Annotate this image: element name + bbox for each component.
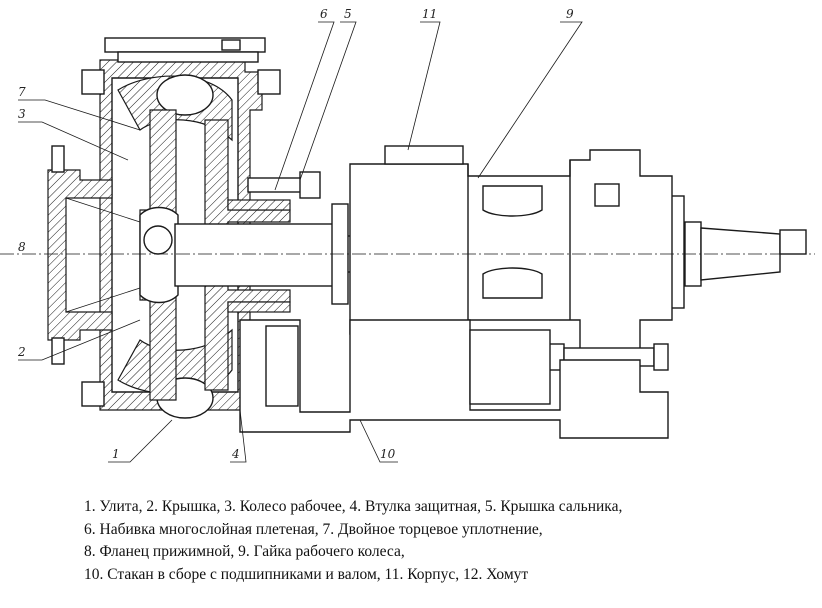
callout-10: 10 (380, 447, 396, 461)
callout-9: 9 (566, 7, 574, 21)
outlet-flange (104, 37, 266, 63)
callout-1: 1 (112, 447, 120, 461)
legend-line: 1. Улита, 2. Крышка, 3. Колесо рабочее, … (84, 498, 623, 515)
callout-11: 11 (422, 7, 437, 21)
legend-line: 8. Фланец прижимной, 9. Гайка рабочего к… (84, 543, 405, 560)
callout-7: 7 (18, 85, 26, 99)
callout-4: 4 (231, 447, 240, 461)
base-frame (239, 319, 669, 439)
casing-cover (204, 119, 321, 391)
callout-5: 5 (344, 7, 352, 21)
callout-8: 8 (18, 240, 26, 254)
legend-line: 6. Набивка многослойная плетеная, 7. Дво… (84, 520, 543, 538)
callout-6: 6 (320, 7, 328, 21)
callout-2: 2 (17, 345, 26, 359)
leader-lines (18, 21, 583, 463)
parts-legend: 1. Улита, 2. Крышка, 3. Колесо рабочее, … (84, 496, 804, 586)
pump-cross-section-drawing: 7 3 8 2 1 4 6 5 11 9 10 (0, 7, 815, 463)
legend-line: 10. Стакан в сборе с подшипниками и вало… (84, 565, 529, 583)
callout-3: 3 (18, 107, 26, 121)
